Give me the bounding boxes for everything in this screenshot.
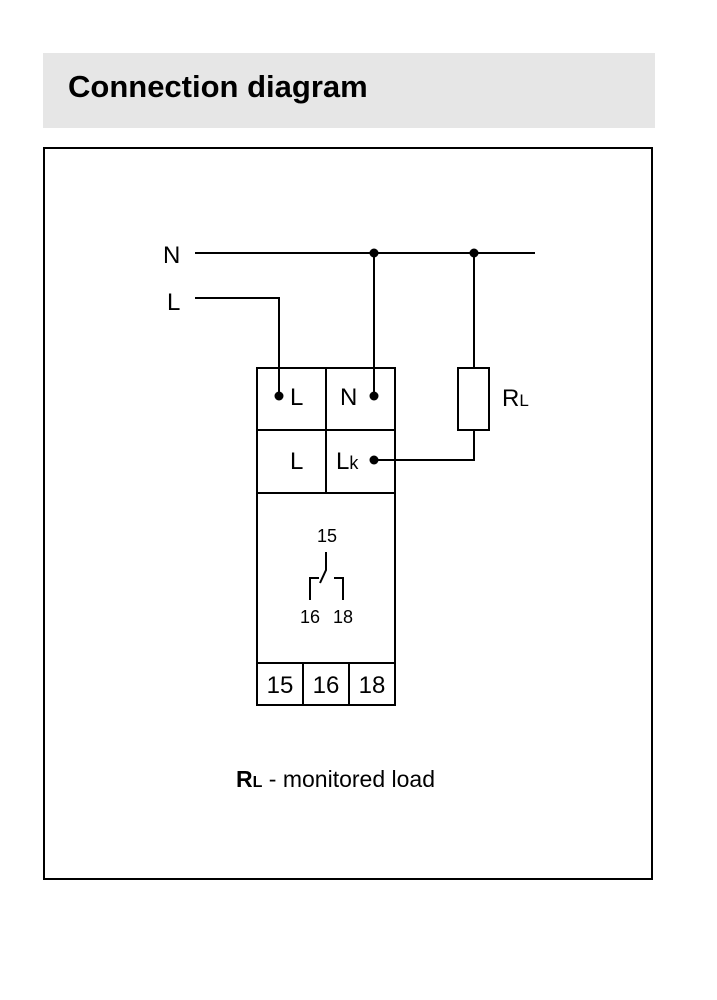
load-label-main: R: [502, 385, 519, 412]
relay-no-contact: [334, 577, 344, 600]
relay-contact-arm: [319, 552, 327, 584]
terminal-n-dot: [369, 391, 379, 401]
relay-nc-contact: [309, 577, 319, 600]
legend: RL - monitored load: [236, 766, 435, 792]
terminal-l2-label: L: [290, 448, 303, 475]
load-to-lk-wire: [374, 430, 475, 461]
relay-no-label: 18: [333, 607, 353, 627]
neutral-supply-label: N: [163, 242, 180, 269]
load-junction-dot: [469, 248, 479, 258]
load-label: RL: [502, 385, 529, 412]
terminal-lk-sub: k: [349, 453, 359, 473]
line-wire: [195, 297, 280, 396]
header-bar: Connection diagram: [43, 53, 655, 128]
terminal-lk-dot: [369, 455, 379, 465]
bottom-terminal-15: 15: [267, 672, 294, 699]
legend-text: - monitored load: [262, 766, 435, 792]
terminal-lk-label: Lk: [336, 448, 359, 475]
relay-common-label: 15: [317, 526, 337, 546]
legend-symbol-main: R: [236, 766, 253, 792]
terminal-l-label: L: [290, 384, 303, 411]
legend-symbol-sub: L: [253, 774, 263, 791]
terminal-l-dot: [274, 391, 284, 401]
line-supply-label: L: [167, 289, 180, 316]
bottom-terminal-18: 18: [359, 672, 386, 699]
page-title: Connection diagram: [68, 69, 368, 104]
load-resistor: [457, 367, 490, 431]
relay-nc-label: 16: [300, 607, 320, 627]
diagram-frame: [43, 147, 653, 880]
terminal-n-label: N: [340, 384, 357, 411]
neutral-junction-dot: [369, 248, 379, 258]
terminal-lk-main: L: [336, 448, 349, 475]
load-label-sub: L: [519, 391, 528, 410]
bottom-terminal-16: 16: [313, 672, 340, 699]
